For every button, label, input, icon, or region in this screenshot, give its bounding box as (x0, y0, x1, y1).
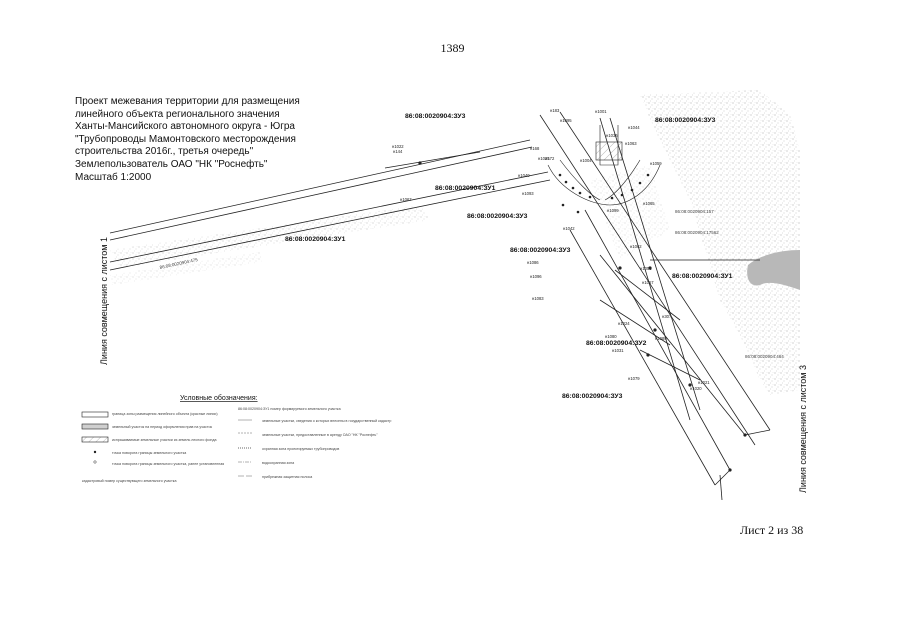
existing-parcel-number: 86:08:0020904:157 (675, 209, 714, 214)
parcel-label: 86:08:0020904:ЗУ1 (672, 273, 733, 280)
legend-swatch (81, 411, 109, 418)
parcel-label: 86:08:0020904:ЗУ3 (467, 213, 528, 220)
point-label: н1025 (538, 156, 550, 161)
parcel-label: 86:08:0020904:ЗУ3 (562, 393, 623, 400)
point-label: н1096 (530, 274, 542, 279)
parcel-label: 86:08:0020904:ЗУ3 (510, 247, 571, 254)
legend-swatch (93, 460, 97, 464)
forest-area (110, 90, 800, 395)
title-line: Проект межевания территории для размещен… (75, 96, 300, 107)
parcel-label: 86:08:0020904:ЗУ1 (285, 236, 346, 243)
point-label: н1083 (532, 296, 544, 301)
point-label: н1099 (607, 208, 619, 213)
legend-item: точка поворота границы земельного участк… (112, 451, 186, 455)
parcel-label: 86:08:0020904:ЗУ1 (435, 185, 496, 192)
parcel-label: 86:08:0020904:ЗУ2 (586, 340, 647, 347)
existing-parcel-number: 86:08:0020904:464 (745, 354, 784, 359)
sheet-number: Лист 2 из 38 (740, 523, 804, 537)
point-label: н1031 (612, 348, 624, 353)
alignment-line-sheet-3: Линия совмещения с листом 3 (798, 365, 808, 493)
point-label: н1024 (618, 321, 630, 326)
legend-swatch (81, 436, 109, 443)
point-label: н1020 (690, 386, 702, 391)
point-label: н1063 (625, 141, 637, 146)
title-line: Землепользователь ОАО "НК "Роснефть" (75, 158, 268, 170)
legend-swatch (93, 450, 97, 454)
legend-item: земельные участки, предоставленные в аре… (262, 433, 378, 437)
point-label: н1095 (560, 118, 572, 123)
node-cluster (547, 125, 661, 206)
corridor-main (539, 111, 771, 501)
legend-title: Условные обозначения: (180, 394, 258, 402)
point-label: н1056 (640, 266, 652, 271)
legend-item: 86:08:0020904:ЗУ1 номер формируемого зем… (238, 407, 341, 411)
point-label: н1089 (655, 336, 667, 341)
point-label: н183 (550, 108, 560, 113)
legend-item: водоохранная зона (262, 461, 294, 465)
point-label: н144 (393, 149, 403, 154)
point-label: н168 (530, 146, 540, 151)
point-label: н1036 (606, 133, 618, 138)
point-labels: н1022 н144 н1067 н1001 н1044 н1063 н1059… (392, 108, 710, 391)
point-label: н1021 (698, 380, 710, 385)
legend: Условные обозначения: граница зоны разме… (81, 394, 391, 483)
point-label: н307 (662, 314, 672, 319)
legend-swatch (81, 423, 109, 430)
point-label: н1040 (518, 173, 530, 178)
legend-item: граница зоны размещения линейного объект… (112, 412, 218, 416)
point-label: н1079 (628, 376, 640, 381)
point-label: н1059 (650, 161, 662, 166)
legend-item: земельные участки, сведения о которых вн… (262, 419, 391, 423)
node-cluster-points (418, 161, 747, 472)
legend-item: точка поворота границы земельного участк… (112, 462, 224, 466)
title-line: строительства 2016г., третья очередь" (75, 146, 254, 158)
point-label: н1001 (595, 109, 607, 114)
title-line: Ханты-Мансийского автономного округа - Ю… (75, 121, 295, 133)
title-line: "Трубопроводы Мамонтовского месторождени… (75, 133, 296, 145)
page-number: 1389 (440, 41, 465, 55)
point-label: н1065 (643, 201, 655, 206)
point-label: н1044 (628, 125, 640, 130)
drawing-title: Проект межевания территории для размещен… (75, 96, 375, 184)
title-line: линейного объекта регионального значения (75, 108, 280, 120)
water-body (747, 250, 800, 290)
parcel-label: 86:08:0020904:ЗУ3 (405, 113, 466, 120)
legend-item: испрашиваемые земельные участки из земел… (112, 438, 216, 442)
point-label: н1062 (630, 244, 642, 249)
point-label: н1004 (580, 158, 592, 163)
title-line: Масштаб 1:2000 (75, 171, 152, 183)
point-label: н1067 (400, 197, 412, 202)
point-label: н1086 (527, 260, 539, 265)
parcel-label: 86:08:0020904:ЗУ3 (655, 117, 716, 124)
point-label: н1080 (605, 334, 617, 339)
point-label: н1022 (392, 144, 404, 149)
point-label: н172 (545, 156, 555, 161)
point-label: н1093 (522, 191, 534, 196)
legend-item: прибрежная защитная полоса (262, 475, 312, 479)
legend-item: кадастровый номер существующего земельно… (82, 479, 176, 483)
point-label: н1057 (642, 280, 654, 285)
legend-item: земельный участок на период оформления п… (112, 425, 212, 429)
existing-parcel-number: 86:08:0020904:17562 (675, 230, 719, 235)
alignment-line-sheet-1: Линия совмещения с листом 1 (99, 237, 109, 365)
corridor-left (109, 139, 551, 271)
point-label: н1042 (563, 226, 575, 231)
legend-item: охранная зона проектируемых трубопроводо… (262, 447, 339, 451)
